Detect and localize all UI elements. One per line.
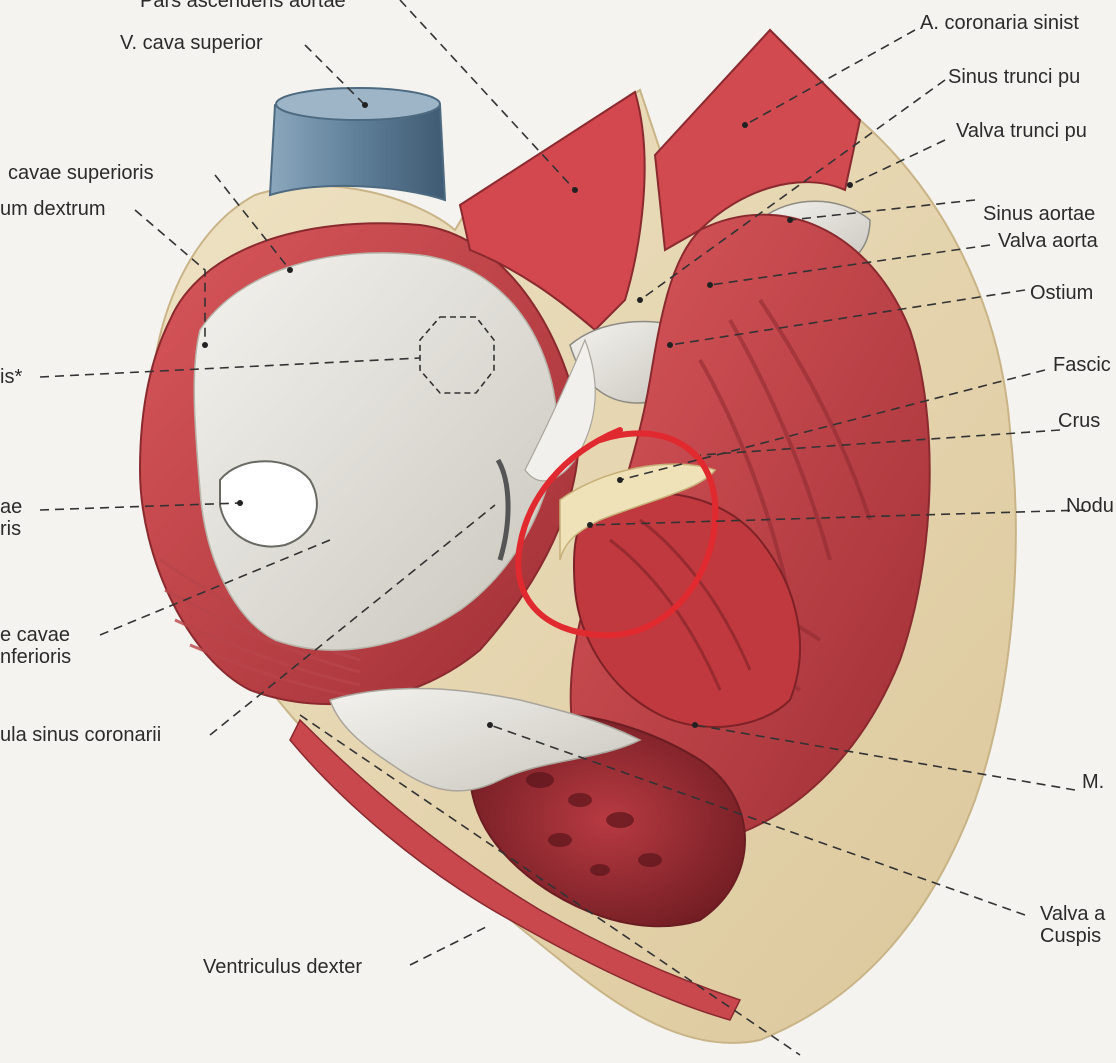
leader-lines	[39, 0, 1086, 1056]
nodus-atrioventricularis	[559, 463, 717, 561]
label-valva-atrioventricularis-line2: Cuspis	[1040, 925, 1102, 947]
label-m-papillaris: M.	[1082, 771, 1105, 793]
label-fasciculus: Fascic	[1053, 354, 1111, 376]
pars-ascendens-aortae	[653, 28, 862, 252]
label-valvula-vci-line2: nferioris	[0, 646, 72, 668]
ostium-venae-cavae-inferioris	[219, 460, 318, 548]
label-a-coronaria-sinistra: A. coronaria sinist	[920, 12, 1079, 34]
label-ostium-vci-line1: ae	[0, 496, 23, 518]
myocardium-rim	[289, 718, 742, 1021]
truncus-pulmonalis	[458, 90, 646, 332]
label-nodus: Nodu	[1066, 495, 1114, 517]
label-fossa-ovalis: is*	[0, 366, 23, 388]
valva-atrioventricularis-dextra	[329, 687, 642, 792]
label-sinus-aortae: Sinus aortae	[983, 203, 1096, 225]
label-sinus-trunci-pulmonalis: Sinus trunci pu	[948, 66, 1081, 88]
label-ostium-venae-cavae-superioris: cavae superioris	[8, 162, 154, 184]
annotation-circle	[515, 427, 719, 639]
label-ventriculus-dexter: Ventriculus dexter	[203, 956, 362, 978]
label-valva-atrioventricularis-line1: Valva a	[1040, 903, 1106, 925]
septum-interatriale	[193, 252, 558, 651]
label-valva-trunci-pulmonalis: Valva trunci pu	[956, 120, 1087, 142]
label-crus: Crus	[1058, 410, 1101, 432]
leader-dots	[202, 102, 853, 728]
label-valvula-vci-line1: e cavae	[0, 624, 71, 646]
label-ostium: Ostium	[1030, 282, 1094, 304]
label-v-cava-superior: V. cava superior	[120, 32, 263, 54]
label-ostium-vci-line2: ris	[0, 518, 22, 540]
ostium-sinus-coronarii	[495, 458, 511, 561]
label-pars-ascendens-aortae: Pars ascendens aortae	[140, 0, 346, 12]
trabeculae-ventriculi-dextri	[526, 772, 662, 876]
fossa-ovalis-outline	[419, 316, 495, 394]
label-atrium-dextrum: um dextrum	[0, 198, 106, 220]
label-valva-aortae: Valva aorta	[998, 230, 1098, 252]
label-valvula-sinus-coronarii: ula sinus coronarii	[0, 724, 162, 746]
musculus-papillaris	[572, 492, 801, 728]
